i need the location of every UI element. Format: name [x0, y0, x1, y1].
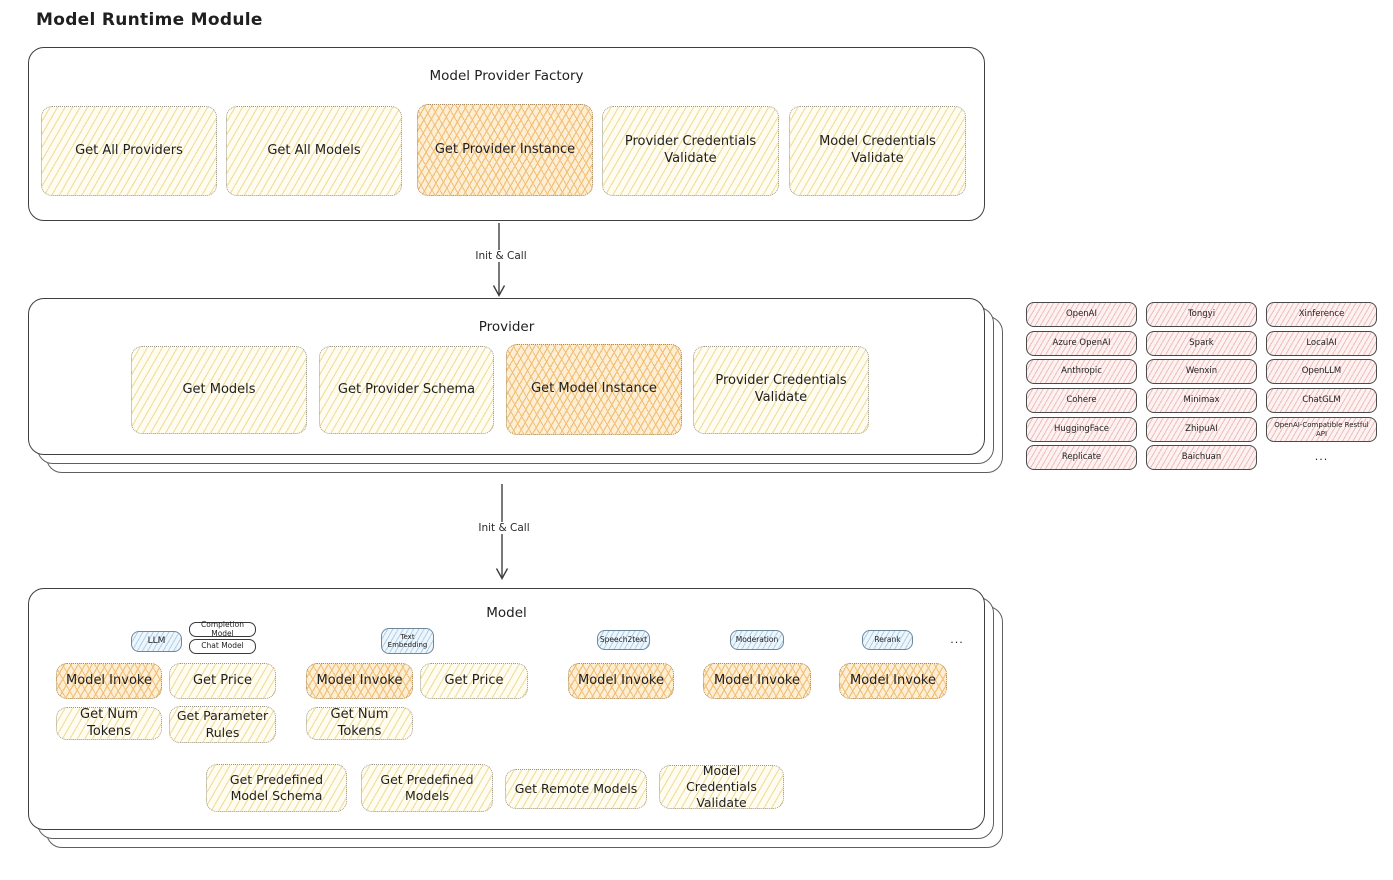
node-get-provider-instance: Get Provider Instance	[417, 104, 593, 196]
node-get-predefined-models: Get Predefined Models	[361, 764, 493, 812]
node-speech2text-model-invoke: Model Invoke	[568, 663, 674, 699]
tab-completion-model: Completion Model	[189, 620, 256, 637]
node-model-credentials-validate: Model Credentials Validate	[789, 106, 966, 196]
provider-pill-tongyi: Tongyi	[1146, 302, 1257, 327]
provider-list-ellipsis: ...	[1314, 450, 1329, 463]
provider-pill-anthropic: Anthropic	[1026, 359, 1137, 384]
node-get-predefined-model-schema: Get Predefined Model Schema	[206, 764, 347, 812]
provider-pill-openai: OpenAI	[1026, 302, 1137, 327]
provider-pill-baichuan: Baichuan	[1146, 445, 1257, 470]
provider-pill-zhipuai: ZhipuAI	[1146, 417, 1257, 442]
arrow-label-init-call-2: Init & Call	[471, 522, 537, 534]
page-title: Model Runtime Module	[36, 10, 263, 30]
node-get-remote-models: Get Remote Models	[505, 769, 647, 809]
node-model-credentials-validate-2: Model Credentials Validate	[659, 763, 784, 810]
factory-panel: Model Provider Factory Get All Providers…	[28, 47, 985, 221]
provider-panel: Provider Get Models Get Provider Schema …	[28, 298, 985, 455]
factory-title: Model Provider Factory	[429, 68, 584, 84]
node-moderation-model-invoke: Model Invoke	[703, 663, 811, 699]
provider-pill-openllm: OpenLLM	[1266, 359, 1377, 384]
node-embedding-get-num-tokens: Get Num Tokens	[306, 707, 413, 740]
node-llm-get-parameter-rules: Get Parameter Rules	[169, 706, 276, 743]
tab-chat-model: Chat Model	[189, 639, 256, 654]
arrow-label-init-call-1: Init & Call	[468, 250, 534, 262]
provider-pill-xinference: Xinference	[1266, 302, 1377, 327]
provider-pill-huggingface: HuggingFace	[1026, 417, 1137, 442]
node-get-model-instance: Get Model Instance	[506, 344, 682, 435]
node-embedding-get-price: Get Price	[420, 663, 528, 699]
model-panel: Model LLM Completion Model Chat Model Te…	[28, 588, 985, 830]
node-llm-model-invoke: Model Invoke	[56, 663, 162, 699]
provider-pill-spark: Spark	[1146, 331, 1257, 356]
node-llm-get-price: Get Price	[169, 663, 276, 699]
provider-pill-minimax: Minimax	[1146, 388, 1257, 413]
node-rerank-model-invoke: Model Invoke	[839, 663, 947, 699]
node-provider-credentials-validate: Provider Credentials Validate	[602, 106, 779, 196]
provider-pill-openai-compatible: OpenAI-Compatible Restful API	[1266, 417, 1377, 442]
node-llm-get-num-tokens: Get Num Tokens	[56, 707, 162, 740]
model-title: Model	[486, 605, 527, 621]
node-get-models: Get Models	[131, 346, 307, 434]
tab-text-embedding: Text Embedding	[381, 628, 434, 654]
tabs-ellipsis: ...	[950, 633, 964, 646]
tab-llm: LLM	[131, 631, 182, 652]
provider-pill-replicate: Replicate	[1026, 445, 1137, 470]
provider-pill-chatglm: ChatGLM	[1266, 388, 1377, 413]
node-provider-credentials-validate-2: Provider Credentials Validate	[693, 346, 869, 434]
node-embedding-model-invoke: Model Invoke	[306, 663, 413, 699]
provider-pill-azure-openai: Azure OpenAI	[1026, 331, 1137, 356]
provider-title: Provider	[478, 319, 535, 335]
node-get-provider-schema: Get Provider Schema	[319, 346, 494, 434]
node-get-all-providers: Get All Providers	[41, 106, 217, 196]
tab-speech2text: Speech2text	[597, 630, 650, 650]
tab-moderation: Moderation	[730, 630, 784, 650]
tab-rerank: Rerank	[862, 630, 913, 650]
provider-pill-wenxin: Wenxin	[1146, 359, 1257, 384]
provider-pill-localai: LocalAI	[1266, 331, 1377, 356]
node-get-all-models: Get All Models	[226, 106, 402, 196]
provider-pill-cohere: Cohere	[1026, 388, 1137, 413]
